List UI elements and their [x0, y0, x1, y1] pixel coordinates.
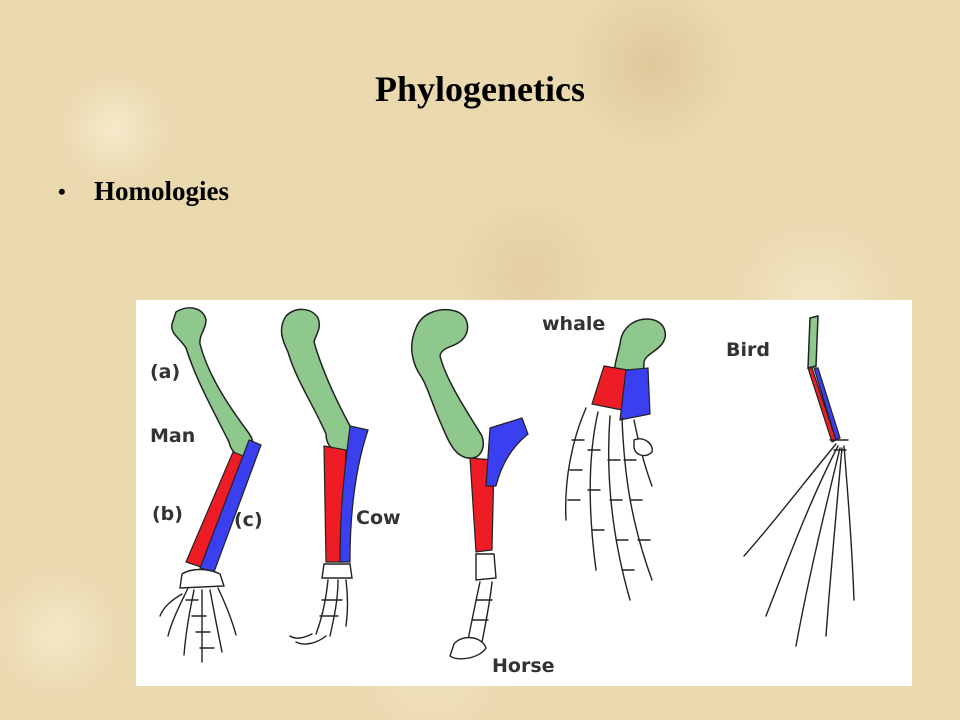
forelimb-homology-figure: (a) Man (b) (c) Cow Horse whale Bird	[136, 300, 912, 686]
whale-flipper	[564, 318, 667, 601]
bullet-list: • Homologies	[58, 176, 229, 207]
cow-forelimb	[280, 308, 369, 645]
horse-humerus	[410, 308, 484, 459]
bird-humerus	[807, 315, 819, 369]
label-c: (c)	[234, 509, 263, 531]
slide-title: Phylogenetics	[375, 69, 585, 109]
bullet-marker: •	[58, 178, 66, 204]
forelimb-diagram: (a) Man (b) (c) Cow Horse whale Bird	[150, 307, 855, 677]
bullet-item: • Homologies	[58, 176, 229, 207]
cow-ulna	[339, 425, 369, 563]
label-a: (a)	[150, 361, 180, 383]
bird-wing	[743, 315, 855, 647]
label-cow: Cow	[356, 507, 401, 529]
horse-forelimb	[410, 308, 529, 660]
label-bird: Bird	[726, 339, 770, 361]
bird-feathers	[743, 439, 855, 647]
label-b: (b)	[152, 503, 183, 525]
bullet-text: Homologies	[94, 176, 229, 206]
label-horse: Horse	[492, 655, 555, 677]
cow-humerus	[280, 308, 354, 453]
label-whale: whale	[542, 313, 605, 335]
horse-hoof	[449, 553, 497, 660]
whale-digits	[564, 407, 653, 601]
whale-ulna	[619, 367, 651, 421]
label-man: Man	[150, 425, 195, 447]
bird-ulna	[813, 367, 841, 441]
man-forelimb	[159, 307, 262, 663]
cow-hoof	[289, 563, 353, 645]
man-hand	[159, 568, 237, 663]
horse-ulna	[485, 417, 529, 487]
